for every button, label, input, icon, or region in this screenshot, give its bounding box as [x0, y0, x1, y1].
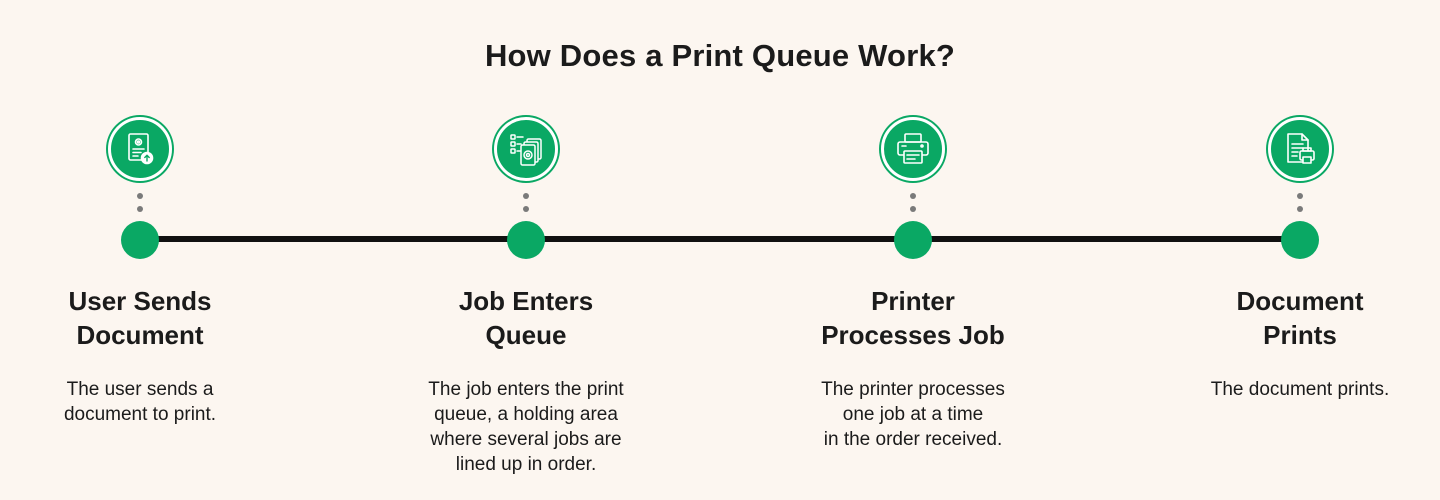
timeline-node: [1281, 221, 1319, 259]
connector-dot: [523, 206, 529, 212]
step-printer-processes-job: Printer Processes Job The printer proces…: [763, 0, 1063, 500]
page-title: How Does a Print Queue Work?: [484, 38, 956, 73]
connector-dot: [137, 193, 143, 199]
step-document-prints: Document Prints The document prints.: [1150, 0, 1440, 500]
connector-dot: [1297, 193, 1303, 199]
connector-dot: [910, 193, 916, 199]
step-user-sends-document: User Sends Document The user sends a doc…: [0, 0, 290, 500]
timeline-node: [894, 221, 932, 259]
step-description: The document prints.: [1210, 379, 1390, 400]
step-description: The user sends a document to print.: [63, 379, 217, 425]
print-queue-icon: [494, 117, 558, 181]
connector-dot: [523, 193, 529, 199]
connector-dot: [1297, 206, 1303, 212]
document-upload-icon: [108, 117, 172, 181]
connector-dot: [910, 206, 916, 212]
printer-icon: [881, 117, 945, 181]
timeline-node: [121, 221, 159, 259]
timeline-line: [140, 236, 1300, 242]
document-printer-icon: [1268, 117, 1332, 181]
step-job-enters-queue: Job Enters Queue The job enters the prin…: [376, 0, 676, 500]
timeline-node: [507, 221, 545, 259]
connector-dot: [137, 206, 143, 212]
step-description: The job enters the print queue, a holdin…: [428, 379, 624, 475]
step-title: Job Enters Queue: [458, 286, 594, 350]
step-title: Printer Processes Job: [821, 286, 1005, 350]
step-title: Document Prints: [1236, 286, 1364, 350]
step-description: The printer processes one job at a time …: [821, 379, 1005, 450]
step-title: User Sends Document: [68, 286, 212, 350]
